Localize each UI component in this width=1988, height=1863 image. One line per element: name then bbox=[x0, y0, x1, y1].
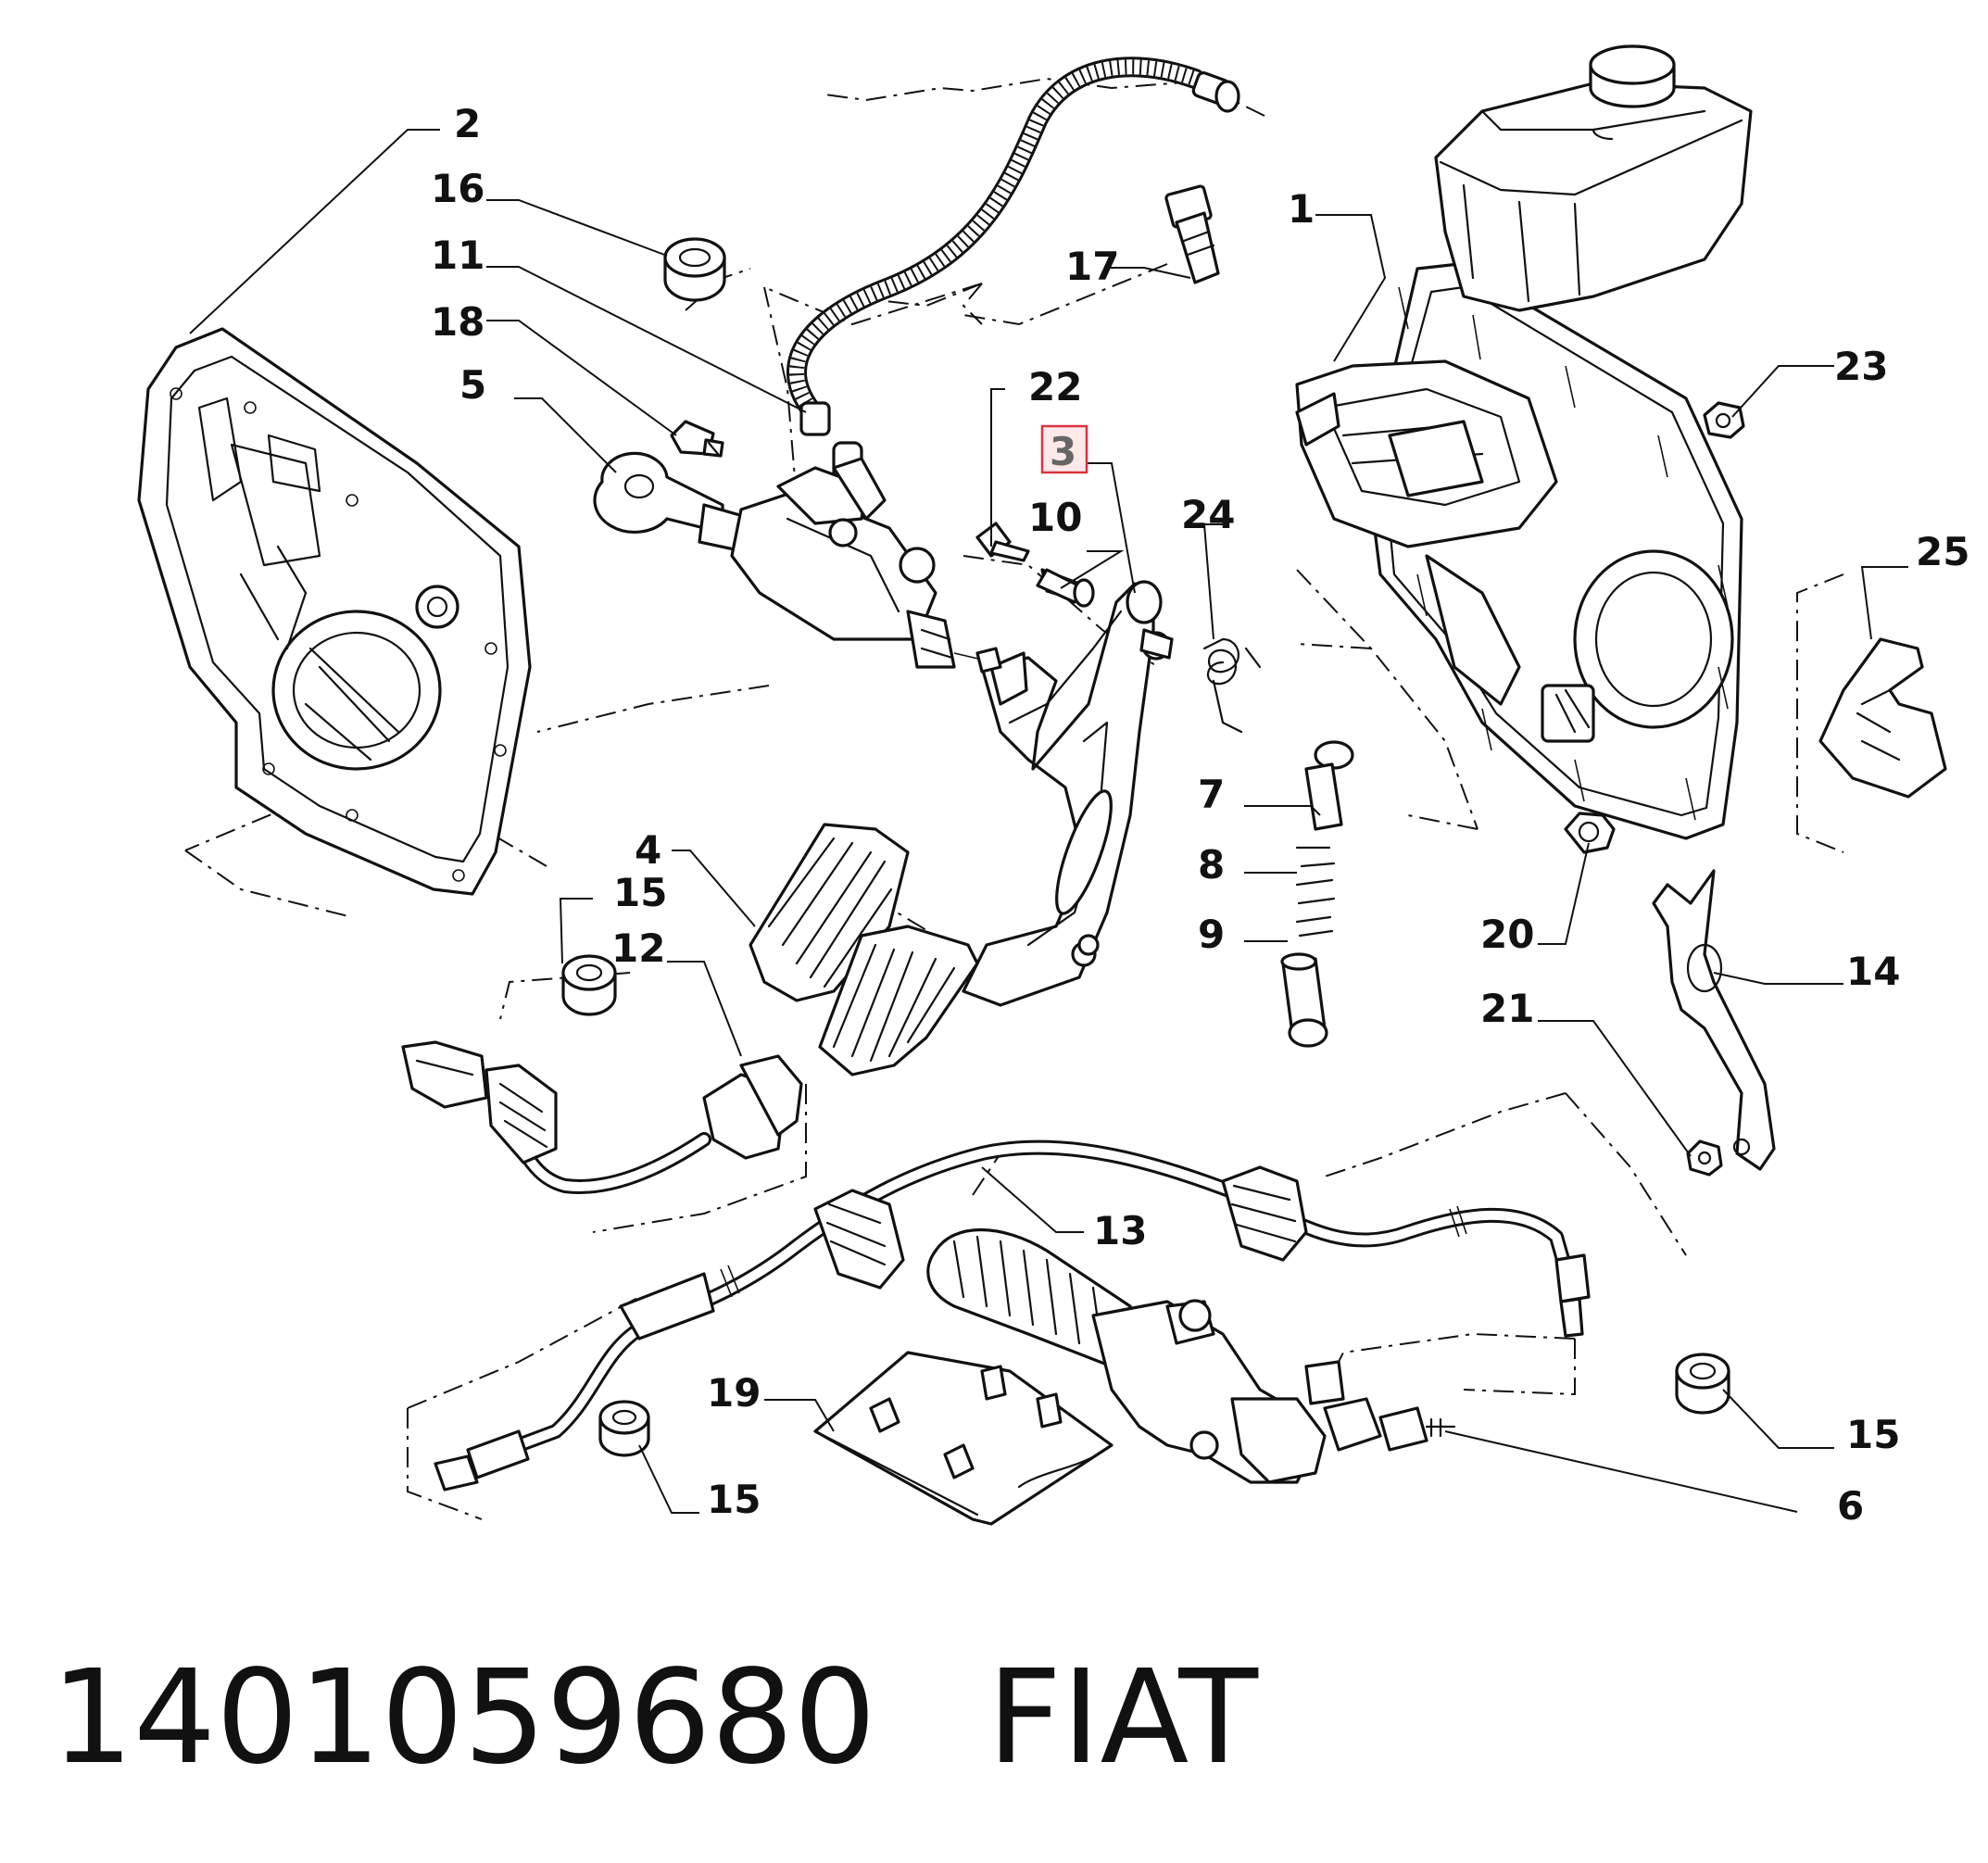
grommet-16 bbox=[663, 237, 726, 302]
callout-17: 17 bbox=[1065, 244, 1119, 289]
callout-10: 10 bbox=[1028, 495, 1082, 540]
callout-5: 5 bbox=[459, 362, 486, 408]
callout-15a: 15 bbox=[613, 870, 667, 915]
fluid-reservoir bbox=[1434, 44, 1753, 312]
callout-4: 4 bbox=[635, 827, 661, 873]
callout-3: 3 bbox=[1050, 429, 1076, 474]
pedal-pads-4 bbox=[749, 823, 979, 1076]
callout-8: 8 bbox=[1198, 842, 1225, 887]
callout-23: 23 bbox=[1834, 344, 1888, 389]
callout-15b: 15 bbox=[707, 1477, 761, 1522]
nut-21 bbox=[1686, 1139, 1723, 1177]
callout-7: 7 bbox=[1198, 772, 1225, 817]
slave-cylinder-6 bbox=[926, 1228, 1456, 1484]
part-number: 1401059680 bbox=[51, 1643, 876, 1794]
pedal-switch-17 bbox=[1164, 184, 1220, 284]
callout-14: 14 bbox=[1846, 949, 1900, 994]
cover-plate-19 bbox=[813, 1351, 1114, 1526]
callout-21: 21 bbox=[1480, 986, 1534, 1031]
bracket-14 bbox=[1652, 869, 1776, 1171]
grommet-15-left-bottom bbox=[598, 1400, 650, 1457]
nut-20 bbox=[1564, 812, 1616, 854]
callout-16: 16 bbox=[431, 166, 484, 211]
part-number-footer: 1401059680 FIAT bbox=[51, 1644, 1258, 1793]
callout-25: 25 bbox=[1916, 529, 1969, 574]
brand-name: FIAT bbox=[987, 1643, 1258, 1794]
grommet-15-right bbox=[1675, 1353, 1730, 1415]
clip-25 bbox=[1818, 637, 1947, 799]
bushing-10 bbox=[1036, 568, 1095, 608]
clutch-pedal-arm-3 bbox=[962, 580, 1174, 1007]
master-cylinder-5 bbox=[593, 451, 983, 669]
callout-6: 6 bbox=[1837, 1483, 1864, 1529]
leader-lines bbox=[189, 129, 1908, 1514]
plunger-7 bbox=[1304, 740, 1354, 831]
nut-23 bbox=[1703, 401, 1745, 439]
callout-1: 1 bbox=[1288, 186, 1315, 232]
callout-15c: 15 bbox=[1846, 1412, 1900, 1457]
supply-hose bbox=[786, 57, 1240, 482]
callout-12: 12 bbox=[611, 925, 665, 971]
bolt-22 bbox=[975, 522, 1030, 562]
callout-11: 11 bbox=[431, 233, 484, 278]
callout-9: 9 bbox=[1198, 912, 1225, 957]
callout-22: 22 bbox=[1028, 364, 1082, 409]
callout-20: 20 bbox=[1480, 912, 1534, 957]
callout-24: 24 bbox=[1181, 492, 1235, 537]
pedal-box-plate bbox=[137, 327, 532, 896]
callout-2: 2 bbox=[454, 101, 481, 146]
hydraulic-pipe-13 bbox=[434, 1139, 1591, 1492]
grommet-15-left-top bbox=[561, 954, 617, 1016]
callout-3-highlight bbox=[1040, 424, 1088, 474]
callout-13: 13 bbox=[1093, 1208, 1147, 1253]
callout-19: 19 bbox=[707, 1370, 761, 1416]
pedal-bracket-plate bbox=[1295, 262, 1743, 840]
callout-labels: 1 2 3 4 5 6 7 8 9 10 11 12 13 14 15 15 1… bbox=[431, 101, 1969, 1529]
callout-18: 18 bbox=[431, 299, 484, 345]
sleeve-9 bbox=[1280, 952, 1328, 1048]
return-spring-24 bbox=[1202, 637, 1262, 734]
bolt-18 bbox=[670, 420, 724, 458]
spring-8 bbox=[1295, 846, 1336, 938]
hose-assembly-12 bbox=[401, 1040, 803, 1194]
